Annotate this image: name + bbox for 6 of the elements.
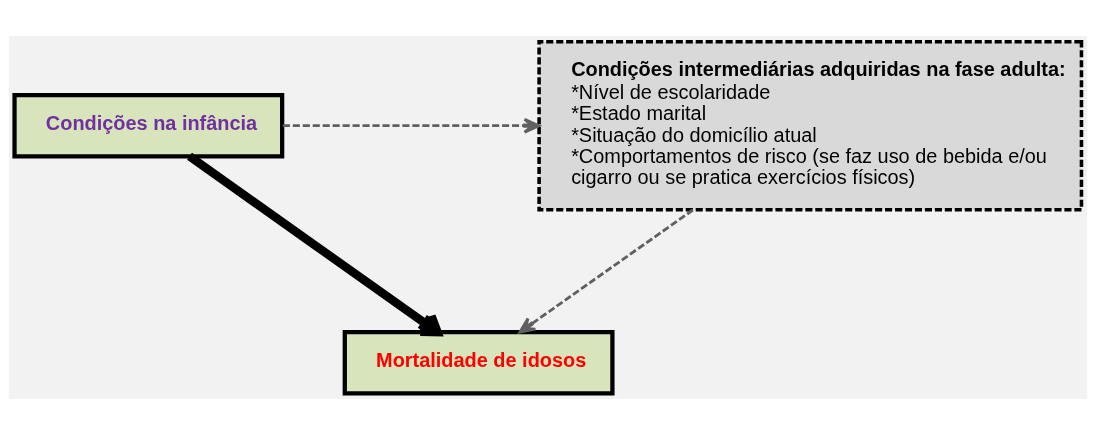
arrow	[518, 208, 694, 334]
arrow	[187, 152, 442, 337]
node-box: Condições intermediárias adquiridas na fase adulta: *Nível de escolaridade *Estado marital *Situação do domicílio atual *Comportamentos de risco (se faz uso de bebida e/ou cigarro ou se pratica exercícios físicos)	[537, 39, 1084, 212]
arrow	[282, 117, 541, 134]
node-box: Mortalidade de idosos	[342, 329, 615, 396]
node-box: Condições na infância	[12, 92, 285, 159]
